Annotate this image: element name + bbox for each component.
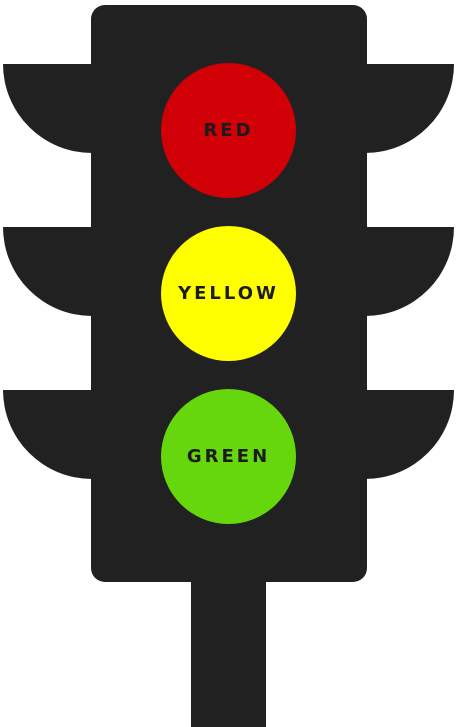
right-visor-middle bbox=[365, 227, 454, 316]
left-visor-middle bbox=[3, 227, 92, 316]
traffic-light-pole bbox=[191, 570, 266, 727]
red-light-label: RED bbox=[203, 120, 254, 141]
right-visor-top bbox=[365, 64, 454, 153]
green-light-button[interactable]: GREEN bbox=[161, 389, 296, 524]
right-visor-bottom bbox=[365, 390, 454, 479]
yellow-light-label: YELLOW bbox=[178, 283, 279, 304]
left-visor-top bbox=[3, 64, 92, 153]
yellow-light-button[interactable]: YELLOW bbox=[161, 226, 296, 361]
red-light-button[interactable]: RED bbox=[161, 63, 296, 198]
left-visor-bottom bbox=[3, 390, 92, 479]
green-light-label: GREEN bbox=[186, 446, 271, 467]
